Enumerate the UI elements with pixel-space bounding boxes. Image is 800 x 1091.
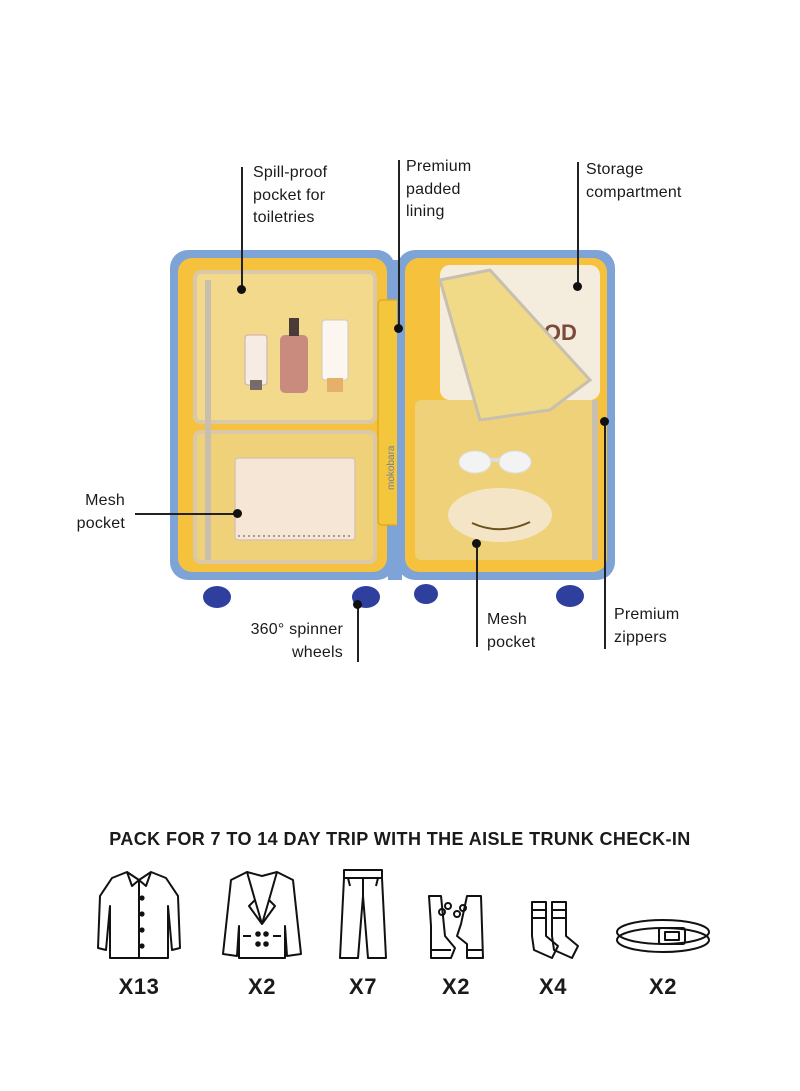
sunglasses-bridge (490, 458, 500, 462)
wheel-4 (556, 585, 584, 607)
sunglasses-lens-left (458, 450, 492, 474)
pack-count-blazer: X2 (248, 974, 276, 999)
pack-item-shoes (401, 866, 511, 961)
callout-premium-zippers: Premium zippers (614, 606, 680, 646)
leader-padded-lining (398, 160, 400, 328)
pack-item-trousers (308, 866, 418, 961)
suitcase-illustration: mokobara AHOOD (170, 250, 615, 608)
toiletry-pump (289, 318, 299, 336)
leader-mesh-pocket-right (476, 543, 478, 647)
toiletry-tube-2 (321, 319, 349, 381)
pack-count-shoes: X2 (442, 974, 470, 999)
dot-storage (573, 282, 582, 291)
wheel-1 (203, 586, 231, 608)
leader-spinner-wheels (357, 604, 359, 662)
pack-item-belt (608, 866, 718, 961)
pack-count-belt: X2 (649, 974, 677, 999)
notebook (234, 457, 356, 541)
pack-count-trousers: X7 (349, 974, 377, 999)
pack-count-socks: X4 (539, 974, 567, 999)
lining-fold (438, 268, 593, 422)
leader-premium-zippers (604, 421, 606, 649)
callout-spill-proof: Spill-proof pocket for toiletries (253, 164, 328, 226)
wheel-3 (414, 584, 438, 604)
eye-mask-stitch (471, 521, 531, 531)
left-zipper (205, 280, 211, 560)
leader-spill-proof (241, 167, 243, 289)
toiletry-tube-1 (244, 334, 268, 386)
belt-icon (616, 919, 710, 953)
dot-mesh-pocket-right (472, 539, 481, 548)
callout-mesh-pocket-left: Mesh pocket (76, 492, 125, 532)
socks-icon (531, 901, 579, 959)
sunglasses-lens-right (498, 450, 532, 474)
pack-count-shirt: X13 (118, 974, 160, 999)
packing-heading: PACK FOR 7 TO 14 DAY TRIP WITH THE AISLE… (109, 829, 691, 849)
dot-spill-proof (237, 285, 246, 294)
callout-mesh-pocket-right: Mesh pocket (487, 611, 536, 651)
leader-storage (577, 162, 579, 286)
shirt-icon (97, 871, 181, 959)
blazer-icon (222, 871, 302, 959)
dot-premium-zippers (600, 417, 609, 426)
trousers-icon (339, 869, 387, 959)
leader-mesh-pocket-left (135, 513, 237, 515)
eye-mask (448, 488, 552, 542)
dot-spinner-wheels (353, 600, 362, 609)
pack-item-shirt (84, 866, 194, 961)
toiletry-cap-1 (250, 380, 262, 390)
right-zipper (592, 400, 598, 560)
pack-item-socks (498, 866, 608, 961)
shoes-icon (428, 895, 484, 959)
pack-item-blazer (207, 866, 317, 961)
callout-padded-lining: Premium padded lining (406, 158, 472, 220)
dot-mesh-pocket-left (233, 509, 242, 518)
callout-storage: Storage compartment (586, 161, 682, 201)
callout-spinner-wheels: 360° spinner wheels (250, 621, 343, 661)
toiletry-bottle (280, 335, 308, 393)
brand-strap-text: mokobara (386, 445, 397, 490)
dot-padded-lining (394, 324, 403, 333)
toiletry-cap-2 (327, 378, 343, 392)
